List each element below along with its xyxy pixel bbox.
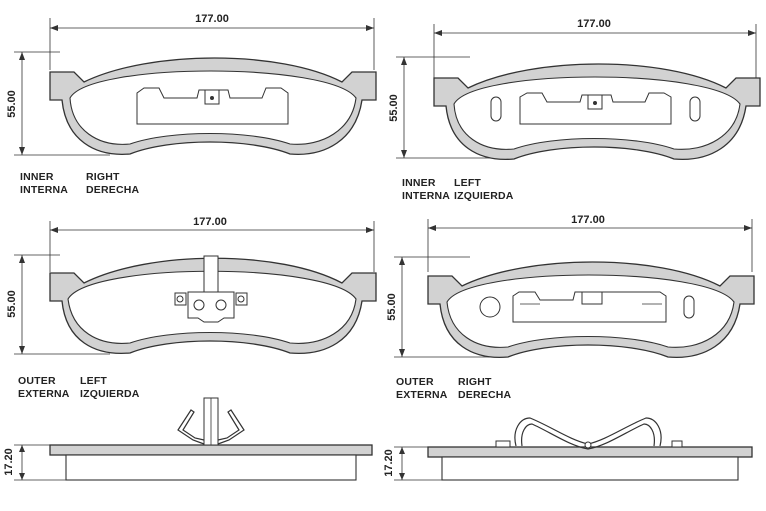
position-es-label: IZQUIERDA [454, 190, 514, 202]
position-en-label: RIGHT [86, 171, 120, 183]
position-en-label: LEFT [454, 177, 481, 189]
arrow-head [19, 147, 25, 155]
bracket-tab [581, 291, 603, 305]
view-inner-right: 177.00 55.00 INNER INTERNA RIGHT DERECHA [6, 13, 377, 196]
arrow-head [399, 473, 405, 480]
side-view-right: 17.20 [383, 417, 753, 481]
arrow-head [434, 30, 442, 36]
arrow-head [366, 25, 374, 31]
spring-clip-right [217, 409, 245, 445]
arrow-head [748, 30, 756, 36]
side-friction-block [441, 456, 739, 481]
side-en-label: INNER [402, 177, 436, 189]
width-label: 177.00 [571, 214, 605, 226]
side-backing-plate [49, 444, 373, 456]
side-en-label: OUTER [396, 376, 434, 388]
thickness-label: 17.20 [383, 449, 395, 477]
position-en-label: LEFT [80, 375, 107, 387]
arrow-head [399, 349, 405, 357]
wear-slot-left [490, 96, 502, 122]
thickness-label: 17.20 [3, 448, 15, 476]
side-es-label: EXTERNA [396, 389, 448, 401]
sensor-bracket [136, 87, 289, 125]
arrow-head [399, 447, 405, 454]
clip-ear-hole [237, 295, 245, 303]
arrow-head [50, 25, 58, 31]
arrow-head [744, 225, 752, 231]
clip-center-rivet [584, 441, 592, 449]
wire-spring-clip-inner [521, 423, 655, 450]
sensor-bracket [512, 291, 667, 323]
clip-ear-hole [176, 295, 184, 303]
spring-clip-left [177, 409, 205, 445]
height-label: 55.00 [6, 290, 18, 318]
side-tab-right [671, 440, 683, 448]
side-es-label: INTERNA [402, 190, 450, 202]
width-label: 177.00 [577, 18, 611, 30]
arrow-head [19, 445, 25, 452]
arrow-head [50, 227, 58, 233]
side-en-label: OUTER [18, 375, 56, 387]
arrow-head [366, 227, 374, 233]
side-friction-block [65, 454, 357, 481]
wear-slot-right [689, 96, 701, 122]
side-es-label: INTERNA [20, 184, 68, 196]
side-en-label: INNER [20, 171, 54, 183]
arrow-head [399, 257, 405, 265]
position-en-label: RIGHT [458, 376, 492, 388]
mounting-clip-plate [187, 291, 235, 323]
width-label: 177.00 [195, 13, 229, 25]
arrow-head [19, 473, 25, 480]
view-outer-left: 177.00 55.00 OUTER EXTERNA LEFT IZQUIERD… [6, 216, 377, 400]
arrow-head [19, 255, 25, 263]
arrow-head [401, 57, 407, 65]
locating-hole-left [479, 296, 501, 318]
side-tab-left [495, 440, 511, 448]
position-es-label: DERECHA [86, 184, 140, 196]
anti-rattle-tab [203, 255, 219, 297]
arrow-head [428, 225, 436, 231]
height-label: 55.00 [6, 90, 18, 118]
height-label: 55.00 [388, 94, 400, 122]
position-es-label: DERECHA [458, 389, 512, 401]
view-outer-right: 177.00 55.00 OUTER EXTERNA RIGHT DERECHA [386, 214, 755, 401]
side-es-label: EXTERNA [18, 388, 70, 400]
view-inner-left: 177.00 55.00 INNER INTERNA LEFT IZQUIERD… [388, 18, 761, 202]
rivet-dot [210, 96, 214, 100]
wear-slot-right [683, 295, 695, 319]
clip-hole-left [193, 299, 205, 311]
position-es-label: IZQUIERDA [80, 388, 140, 400]
side-view-left: 17.20 [3, 397, 373, 481]
height-label: 55.00 [386, 293, 398, 321]
arrow-head [401, 150, 407, 158]
arrow-head [19, 346, 25, 354]
rivet-dot [593, 101, 597, 105]
width-label: 177.00 [193, 216, 227, 228]
clip-hole-right [215, 299, 227, 311]
arrow-head [19, 52, 25, 60]
